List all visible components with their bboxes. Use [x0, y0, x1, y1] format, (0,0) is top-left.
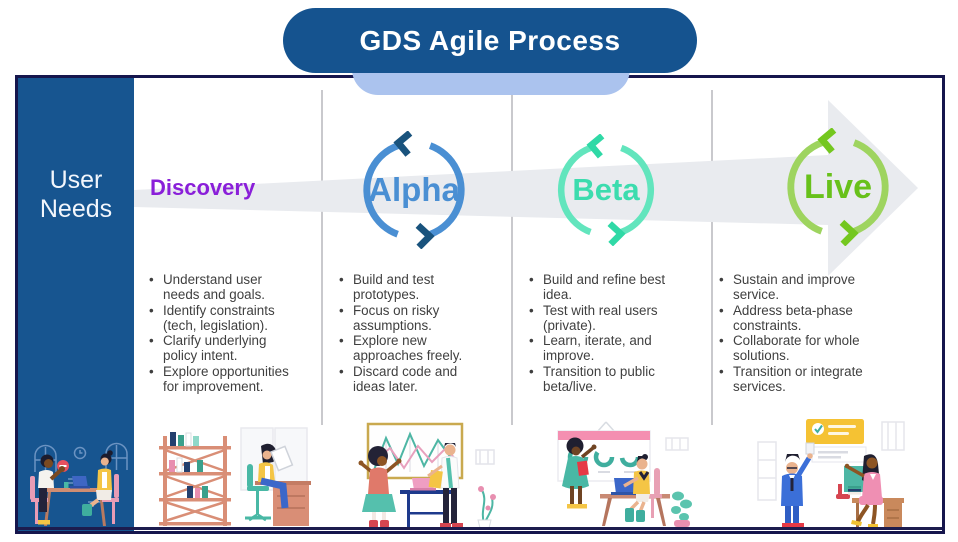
- list-item: Identify constraints (tech, legislation)…: [146, 303, 294, 334]
- discovery-bullet-list: Understand user needs and goals. Identif…: [146, 272, 294, 394]
- page-title: GDS Agile Process: [359, 24, 621, 56]
- list-item: Test with real users (private).: [526, 303, 686, 334]
- list-item: Build and refine best idea.: [526, 272, 686, 303]
- list-item: Address beta-phase constraints.: [716, 303, 869, 334]
- beta-bullet-list: Build and refine best idea. Test with re…: [526, 272, 686, 394]
- list-item: Clarify underlying policy intent.: [146, 333, 294, 364]
- phase-label: Beta: [572, 172, 640, 207]
- list-item: Explore opportunities for improvement.: [146, 364, 294, 395]
- column-divider: [711, 90, 713, 425]
- column-divider: [511, 90, 513, 425]
- list-item: Discard code and ideas later.: [336, 364, 488, 395]
- sidebar-label: User Needs: [39, 166, 113, 223]
- column-divider: [321, 90, 323, 425]
- list-item: Sustain and improve service.: [716, 272, 869, 303]
- phase-label: Live: [803, 167, 873, 206]
- phase-heading-beta: Beta: [550, 133, 662, 247]
- alpha-bullet-list: Build and test prototypes. Focus on risk…: [336, 272, 488, 394]
- list-item: Build and test prototypes.: [336, 272, 488, 303]
- list-item: Collaborate for whole solutions.: [716, 333, 869, 364]
- live-bullet-list: Sustain and improve service. Address bet…: [716, 272, 869, 394]
- list-item: Explore new approaches freely.: [336, 333, 488, 364]
- list-item: Learn, iterate, and improve.: [526, 333, 686, 364]
- list-item: Transition to public beta/live.: [526, 364, 686, 395]
- title-banner: GDS Agile Process: [283, 8, 697, 73]
- phase-label: Alpha: [368, 171, 460, 208]
- list-item: Transition or integrate services.: [716, 364, 869, 395]
- list-item: Focus on risky assumptions.: [336, 303, 488, 334]
- phase-heading-live: Live: [779, 127, 897, 247]
- floor-line: [18, 527, 942, 530]
- phase-heading-discovery: Discovery: [150, 175, 256, 200]
- phase-heading-alpha: Alpha: [355, 130, 473, 250]
- sidebar-user-needs: User Needs: [18, 78, 134, 531]
- list-item: Understand user needs and goals.: [146, 272, 294, 303]
